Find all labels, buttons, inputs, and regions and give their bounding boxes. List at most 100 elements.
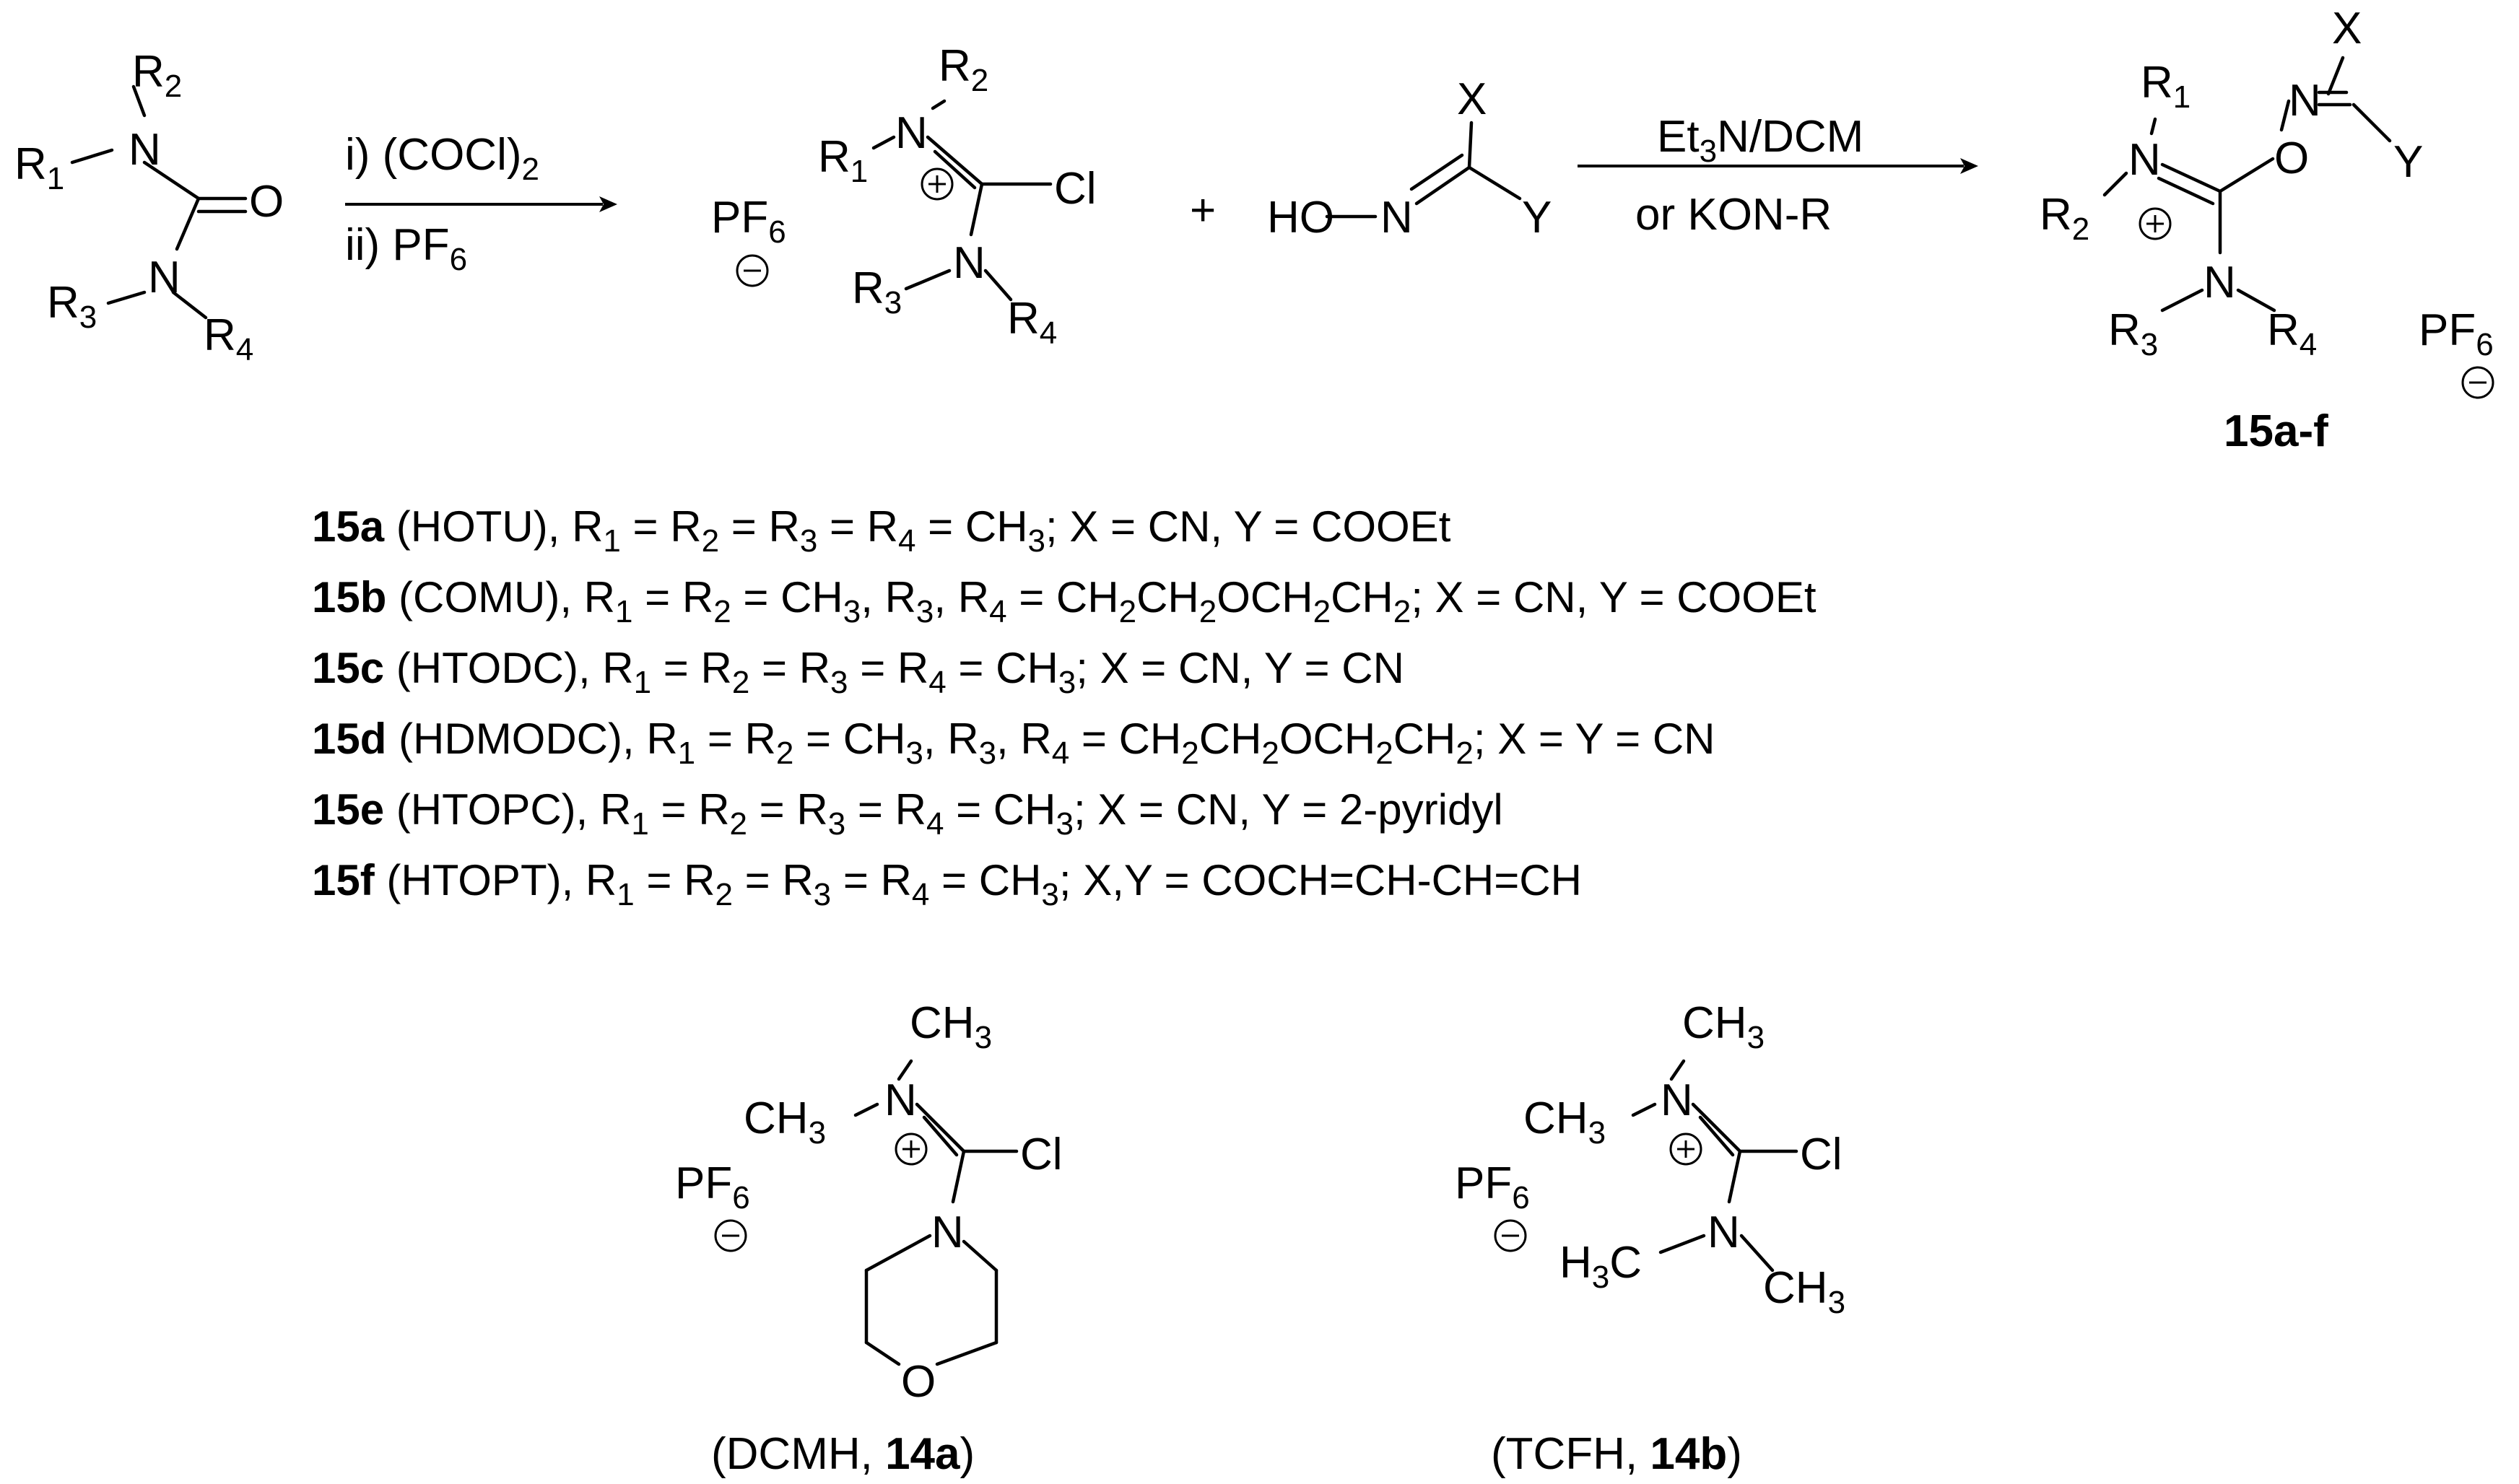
legend-text: = R [635, 856, 715, 904]
legend-reagent-name: (HOTU) [384, 502, 548, 551]
legend-subscript: 1 [603, 523, 620, 559]
legend-text: CH [1331, 573, 1393, 621]
tcfh-ch3-right: CH3 [1763, 1263, 1845, 1320]
legend-subscript: 4 [1052, 736, 1069, 771]
intermediate-plus-charge [921, 167, 954, 201]
legend-row-15d: 15d (HDMODC), R1 = R2 = CH3, R3, R4 = CH… [312, 715, 1715, 771]
legend-text: CH [1136, 573, 1199, 621]
urea-n-top: N [129, 125, 161, 175]
urea-r1-label: R1 [14, 139, 64, 196]
legend-subscript: 2 [1313, 594, 1331, 629]
legend-subscript: 2 [715, 877, 732, 912]
reagent-kon-r: or KON-R [1635, 190, 1832, 240]
plus-sign: + [1190, 186, 1216, 235]
legend-subscript: 2 [730, 806, 747, 842]
substituent-legend: 15a (HOTU), R1 = R2 = R3 = R4 = CH3; X =… [312, 502, 1817, 912]
legend-text: , R [562, 856, 617, 904]
legend-text: = CH [944, 785, 1056, 834]
legend-subscript: 3 [979, 736, 996, 771]
tcfh-h3c-left: H3C [1559, 1238, 1642, 1295]
legend-subscript: 3 [1028, 523, 1045, 559]
product-r1-label: R1 [2141, 58, 2190, 115]
legend-subscript: 1 [631, 806, 648, 842]
legend-text: , R [576, 785, 632, 834]
legend-text: , R [578, 644, 634, 692]
dcmh-ch3-top: CH3 [910, 998, 992, 1055]
legend-text: OCH [1217, 573, 1313, 621]
arrow-step2: Et3N/DCM or KON-R [1578, 112, 1978, 240]
legend-text: = R [845, 785, 926, 834]
legend-subscript: 2 [732, 665, 749, 700]
intermediate-cl: Cl [1054, 164, 1097, 214]
legend-subscript: 2 [1261, 736, 1279, 771]
chloroformamidinium-intermediate: PF6 R2 N R1 Cl N R3 R4 [711, 41, 1097, 351]
tcfh-ch3-top: CH3 [1682, 998, 1765, 1055]
legend-text: = CH [1069, 715, 1181, 763]
legend-text: CH [1393, 715, 1456, 763]
legend-compound-id: 15a [312, 502, 385, 551]
product-r2-label: R2 [2040, 190, 2089, 247]
legend-text: , R [560, 573, 615, 621]
legend-text: ; X = CN, Y = COOEt [1411, 573, 1817, 621]
legend-subscript: 3 [916, 594, 934, 629]
legend-subscript: 1 [678, 736, 695, 771]
legend-subscript: 2 [1181, 736, 1198, 771]
product-y: Y [2393, 137, 2423, 187]
legend-text: = CH [731, 573, 843, 621]
oxime-reagent: HO N X Y [1267, 74, 1552, 243]
legend-text: ; X = CN, Y = CN [1076, 644, 1404, 692]
oxime-n: N [1380, 193, 1413, 243]
legend-text: = R [733, 856, 814, 904]
legend-text: ; X = Y = CN [1474, 715, 1715, 763]
legend-text: = CH [1007, 573, 1119, 621]
product-counterion: PF6 [2419, 305, 2494, 362]
product-minus-charge [2461, 366, 2494, 399]
legend-subscript: 3 [828, 806, 845, 842]
dcmh-counterion: PF6 [675, 1158, 750, 1215]
legend-subscript: 1 [615, 594, 632, 629]
legend-text: = R [621, 502, 702, 551]
dcmh-n-top: N [884, 1075, 917, 1125]
legend-subscript: 4 [926, 806, 944, 842]
legend-subscript: 4 [989, 594, 1006, 629]
legend-subscript: 4 [928, 665, 946, 700]
intermediate-r2-label: R2 [939, 41, 988, 98]
tcfh-minus-charge [1494, 1219, 1527, 1252]
intermediate-r4-label: R4 [1007, 294, 1057, 351]
legend-subscript: 2 [1119, 594, 1136, 629]
product-r3-label: R3 [2108, 305, 2158, 362]
urea-n-bottom: N [148, 253, 180, 302]
legend-row-15b: 15b (COMU), R1 = R2 = CH3, R3, R4 = CH2C… [312, 573, 1817, 629]
legend-subscript: 3 [1041, 877, 1058, 912]
legend-text: ; X = CN, Y = COOEt [1045, 502, 1451, 551]
product-r4-label: R4 [2267, 305, 2317, 362]
legend-reagent-name: (HTODC) [384, 644, 578, 692]
legend-subscript: 3 [1056, 806, 1073, 842]
legend-reagent-name: (HDMODC) [386, 715, 622, 763]
product-o: O [2274, 134, 2309, 183]
legend-text: = R [817, 502, 898, 551]
legend-subscript: 2 [1393, 594, 1411, 629]
legend-text: = R [649, 785, 730, 834]
legend-subscript: 4 [912, 877, 929, 912]
legend-subscript: 2 [702, 523, 719, 559]
legend-compound-id: 15e [312, 785, 384, 834]
legend-subscript: 2 [1456, 736, 1473, 771]
legend-text: , R [923, 715, 979, 763]
legend-subscript: 1 [617, 877, 634, 912]
legend-text: OCH [1279, 715, 1375, 763]
product-compound-label: 15a-f [2224, 406, 2328, 456]
legend-text: CH [1199, 715, 1262, 763]
intermediate-counterion: PF6 [711, 193, 786, 250]
legend-text: , R [861, 573, 916, 621]
legend-subscript: 3 [814, 877, 831, 912]
legend-subscript: 2 [776, 736, 793, 771]
urea-r2-label: R2 [132, 47, 182, 104]
legend-row-15e: 15e (HTOPC), R1 = R2 = R3 = R4 = CH3; X … [312, 785, 1503, 842]
legend-text: = R [651, 644, 732, 692]
legend-text: = R [719, 502, 800, 551]
product-n-top: N [2128, 135, 2161, 185]
intermediate-r1-label: R1 [818, 132, 868, 189]
intermediate-minus-charge [736, 254, 769, 287]
